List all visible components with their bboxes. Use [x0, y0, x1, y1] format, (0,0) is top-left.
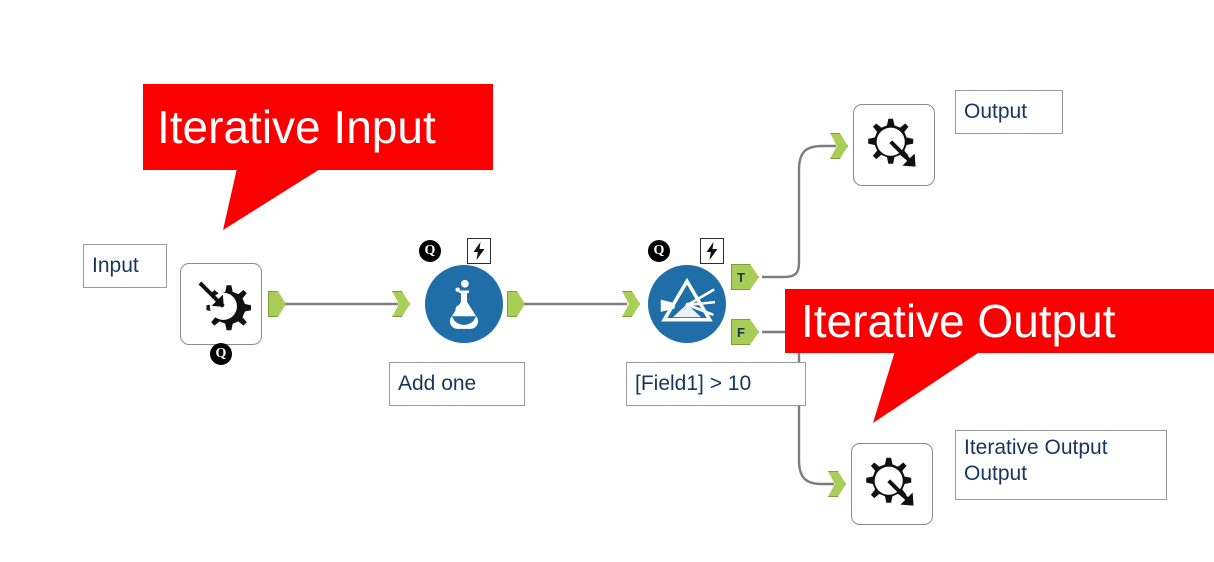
label-output-top: Output	[955, 90, 1063, 134]
filter-input-anchor[interactable]	[622, 291, 640, 317]
filter-prism-icon	[660, 277, 715, 322]
label-filter-expression: [Field1] > 10	[626, 362, 806, 406]
lightning-bolt-icon	[473, 242, 484, 260]
label-output-bottom: Iterative Output Output	[955, 430, 1167, 500]
callout-iterative-input-text: Iterative Input	[143, 84, 493, 170]
macro-output-gear-icon	[868, 118, 916, 167]
macro-output-gear-icon	[866, 457, 914, 506]
macro-input-gear-icon	[198, 281, 251, 331]
macro-output-bottom-tool[interactable]	[851, 443, 933, 525]
formula-output-anchor[interactable]	[507, 291, 525, 317]
formula-input-anchor[interactable]	[392, 291, 410, 317]
wire-true-to-output-top	[762, 144, 836, 279]
filter-true-anchor[interactable]: T	[731, 264, 759, 290]
filter-lightning-badge	[700, 238, 724, 264]
formula-tool[interactable]	[425, 265, 503, 343]
callout-iterative-input-tail	[223, 164, 328, 230]
filter-false-anchor[interactable]: F	[731, 319, 759, 345]
formula-flask-icon	[450, 279, 478, 329]
macro-output-bottom-input-anchor[interactable]	[828, 471, 846, 497]
filter-tool[interactable]	[648, 265, 726, 343]
formula-lightning-badge	[467, 238, 491, 264]
macro-input-output-anchor[interactable]	[268, 291, 286, 317]
macro-output-top-input-anchor[interactable]	[830, 133, 848, 159]
callout-iterative-output-tail	[873, 351, 981, 423]
macro-output-top-tool[interactable]	[853, 104, 935, 186]
label-input: Input	[83, 244, 167, 288]
callout-iterative-output: Iterative Output	[785, 289, 1214, 434]
filter-q-badge: Q	[648, 240, 670, 262]
formula-q-badge: Q	[419, 240, 441, 262]
callout-iterative-input: Iterative Input	[143, 84, 493, 234]
label-add-one: Add one	[389, 362, 525, 406]
macro-input-q-badge: Q	[210, 343, 232, 365]
lightning-bolt-icon	[706, 242, 717, 260]
callout-iterative-output-text: Iterative Output	[785, 289, 1214, 353]
macro-input-tool[interactable]	[180, 263, 262, 345]
